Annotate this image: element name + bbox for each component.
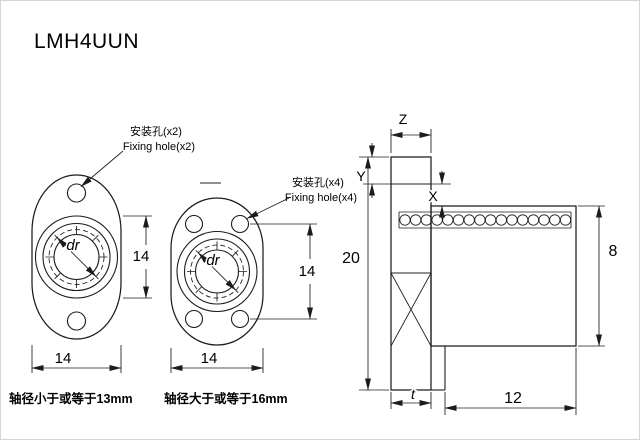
flange-outline-2hole: [31, 174, 122, 340]
fixing-hole-leader-4: 安装孔(x4) Fixing hole(x4): [246, 175, 357, 219]
front-view-four-hole: dr 安装孔(x4) Fixing hole(x4) 14 14 轴径大于或等于…: [164, 175, 357, 406]
dimension-z: Z: [390, 111, 432, 153]
ball-raceway: [398, 211, 572, 229]
fixing-hole-label-cn: 安装孔(x4): [292, 175, 344, 189]
dim-value: 14: [133, 248, 150, 265]
dim-value: 8: [609, 243, 618, 260]
dim-value: 14: [55, 350, 72, 367]
flange-outline-4hole: [170, 197, 264, 346]
caption-shaft-over-16: 轴径大于或等于16mm: [164, 391, 288, 406]
dimension-right-14: 14: [123, 215, 152, 299]
caption-shaft-under-13: 轴径小于或等于13mm: [9, 391, 133, 406]
bore-diameter-callout: dr: [197, 251, 237, 291]
dim-value: 12: [504, 390, 522, 407]
bore-diameter-callout: dr: [56, 236, 97, 277]
section-view: Z Y X 20 8: [342, 111, 618, 415]
page-title: LMH4UUN: [34, 30, 139, 53]
dimension-right-14: 14: [250, 223, 317, 320]
dimension-y: Y: [356, 143, 391, 198]
fixing-hole-label-en: Fixing hole(x4): [285, 192, 357, 204]
fixing-holes-2: [66, 183, 87, 331]
fixing-hole-label-en: Fixing hole(x2): [123, 141, 195, 153]
flange-hatch-cross: [390, 272, 432, 347]
ball-row: [399, 214, 572, 226]
bore-diameter-label: dr: [206, 252, 220, 269]
fixing-hole-leader-2: 安装孔(x2) Fixing hole(x2): [80, 124, 195, 187]
dimension-flange-thickness-t: t: [390, 385, 432, 409]
dim-value: 14: [201, 350, 218, 367]
front-view-two-hole: dr 安装孔(x2) Fixing hole(x2) 14 14 轴径小于或等于…: [9, 124, 195, 406]
fixing-holes-4: [184, 214, 250, 329]
dimension-x: X: [427, 171, 451, 219]
dim-value: 20: [342, 250, 360, 267]
dimension-length-12: 12: [444, 348, 577, 415]
pilot-boss: [431, 346, 446, 391]
dimension-bottom-14: 14: [170, 348, 264, 373]
dim-t-label: t: [411, 386, 416, 402]
dim-x-label: X: [428, 188, 438, 204]
body-section-outline: [430, 205, 577, 347]
dimension-flange-height-20: 20: [342, 156, 389, 391]
dim-y-label: Y: [356, 168, 366, 184]
dim-value: 14: [299, 263, 316, 280]
dimension-outer-diameter-8: 8: [578, 205, 618, 347]
fixing-hole-label-cn: 安装孔(x2): [130, 124, 182, 138]
bore-diameter-label: dr: [66, 237, 80, 254]
dim-z-label: Z: [399, 111, 408, 127]
dimension-bottom-14: 14: [31, 345, 122, 373]
